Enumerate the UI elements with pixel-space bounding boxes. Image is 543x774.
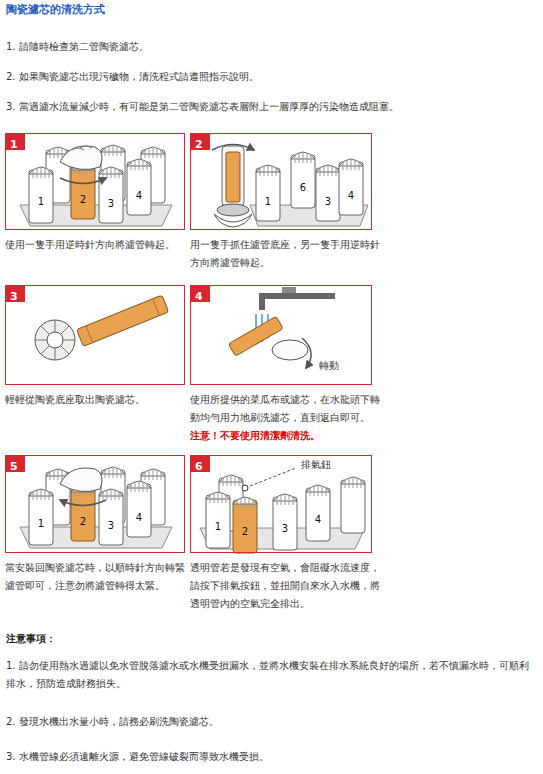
step-number-box: 5	[5, 455, 25, 472]
step-number-box: 4	[190, 285, 210, 302]
caption-block: 用一隻手抓住濾管底座，另一隻手用逆時針方向將濾管轉起。	[190, 236, 382, 272]
step-panel: 使用一隻手用逆時針方向將濾管轉起。1	[5, 133, 185, 230]
callout-number: 1	[258, 196, 278, 208]
caption-block: 當安裝回陶瓷濾芯時，以順時針方向轉緊濾管即可，注意勿將濾管轉得太緊。	[5, 559, 187, 595]
step-number-box: 3	[5, 285, 25, 302]
housing-base	[217, 204, 249, 216]
step-number-box: 1	[5, 133, 25, 150]
caption-block: 使用所提供的菜瓜布或濾芯，在水龍頭下轉動均勻用力地刷洗濾芯，直到返白即可。注意！…	[190, 391, 382, 445]
filter-tube	[256, 165, 280, 221]
part-label: 轉動	[318, 360, 340, 372]
step-panel: 使用所提供的菜瓜布或濾芯，在水龍頭下轉動均勻用力地刷洗濾芯，直到返白即可。注意！…	[190, 285, 372, 385]
faucet	[262, 296, 335, 310]
callout-number: 4	[129, 190, 149, 202]
step-number: 6	[190, 458, 208, 475]
rotation-arrow	[60, 178, 106, 184]
step-number: 5	[5, 458, 23, 475]
filter-tube	[127, 481, 151, 537]
step-number-box: 2	[190, 133, 210, 150]
page-title: 陶瓷濾芯的清洗方式	[6, 2, 105, 17]
step-number: 3	[5, 288, 23, 305]
filter-tube	[99, 167, 123, 223]
callout-number: 1	[31, 518, 51, 530]
hand	[60, 468, 102, 492]
step-caption: 使用一隻手用逆時針方向將濾管轉起。	[5, 236, 187, 254]
hand	[214, 214, 252, 227]
step-panel: 輕輕從陶瓷底座取出陶瓷濾芯。3	[5, 285, 185, 385]
hand-detail	[72, 146, 92, 150]
note-text: 3. 當過濾水流量減少時，有可能是第二管陶瓷濾芯表層附上一層厚厚的污染物造成阻塞…	[6, 98, 536, 116]
callout-number: 2	[73, 194, 93, 206]
note-text: 1. 請隨時檢查第二管陶瓷濾芯。	[6, 38, 536, 56]
callout-number: 3	[275, 523, 295, 535]
ceramic-base	[47, 332, 63, 348]
callout-number: 3	[101, 198, 121, 210]
base-spokes	[35, 320, 75, 360]
rotation-arrow	[60, 500, 106, 506]
callout-number: 2	[73, 516, 93, 528]
step-number: 1	[5, 136, 23, 153]
callout-number: 4	[341, 190, 361, 202]
filter-tube	[341, 477, 365, 533]
filter-tube	[291, 152, 315, 208]
callout-number: 2	[235, 526, 255, 538]
step-panel: 當安裝回陶瓷濾芯時，以順時針方向轉緊濾管即可，注意勿將濾管轉得太緊。5	[5, 455, 185, 553]
filter-tube	[316, 165, 340, 221]
rotation-arrow	[302, 338, 311, 368]
note-text: 1. 請勿使用熱水過濾以免水管脫落濾水或水機受損漏水，並將水機安裝在排水系統良好…	[6, 657, 536, 693]
step-panel: 用一隻手抓住濾管底座，另一隻手用逆時針方向將濾管轉起。2	[190, 133, 372, 230]
housing	[222, 146, 244, 206]
callout-number: 4	[308, 514, 328, 526]
filter-tube	[306, 485, 330, 541]
callout-number: 1	[208, 521, 228, 533]
ceramic-filter	[77, 295, 169, 346]
ceramic-filter-tube	[71, 485, 95, 541]
step-caption: 透明管若是發現有空氣，會阻礙水流速度，請按下排氣按鈕，並扭開自來水入水機，將透明…	[190, 559, 382, 613]
filter-tube	[99, 489, 123, 545]
caption-block: 輕輕從陶瓷底座取出陶瓷濾芯。	[5, 391, 187, 409]
filter-tube	[29, 167, 53, 223]
filter-tube	[127, 159, 151, 215]
notes-heading: 注意事項：	[6, 630, 536, 648]
callout-number: 1	[31, 196, 51, 208]
air-button	[242, 485, 248, 491]
step-panel: 透明管若是發現有空氣，會阻礙水流速度，請按下排氣按鈕，並扭開自來水入水機，將透明…	[190, 455, 372, 553]
ceramic-filter-tube	[233, 497, 257, 553]
callout-number: 6	[293, 182, 313, 194]
callout-number: 4	[129, 512, 149, 524]
leader-line	[250, 468, 296, 486]
filter-tube	[339, 159, 363, 215]
step-caption: 輕輕從陶瓷底座取出陶瓷濾芯。	[5, 391, 187, 409]
warning-text: 注意！不要使用清潔劑清洗。	[190, 427, 382, 445]
ceramic-base	[35, 320, 75, 360]
step-number: 2	[190, 136, 208, 153]
callout-number: 3	[318, 196, 338, 208]
filter-tube	[273, 494, 297, 550]
faucet-handle	[282, 287, 296, 293]
callout-number: 3	[101, 520, 121, 532]
note-text: 2. 如果陶瓷濾芯出現污穢物，清洗程式請遵照指示說明。	[6, 68, 536, 86]
rotation-arrow	[212, 145, 254, 151]
step-caption: 用一隻手抓住濾管底座，另一隻手用逆時針方向將濾管轉起。	[190, 236, 382, 272]
filter-tube	[206, 492, 230, 548]
step-number-box: 6	[190, 455, 210, 472]
part-label: 排氣鈕	[300, 459, 332, 471]
step-caption: 使用所提供的菜瓜布或濾芯，在水龍頭下轉動均勻用力地刷洗濾芯，直到返白即可。	[190, 391, 382, 427]
note-text: 3. 水機管線必須遠離火源，避免管線破裂而導致水機受損。	[6, 748, 536, 766]
step-number: 4	[190, 288, 208, 305]
caption-block: 透明管若是發現有空氣，會阻礙水流速度，請按下排氣按鈕，並扭開自來水入水機，將透明…	[190, 559, 382, 613]
step-caption: 當安裝回陶瓷濾芯時，以順時針方向轉緊濾管即可，注意勿將濾管轉得太緊。	[5, 559, 187, 595]
filter-tube	[29, 489, 53, 545]
note-text: 2. 發現水機出水量小時，請務必刷洗陶瓷濾芯。	[6, 713, 536, 731]
ceramic-filter-tube	[71, 163, 95, 219]
caption-block: 使用一隻手用逆時針方向將濾管轉起。	[5, 236, 187, 254]
hand	[60, 146, 102, 170]
hand	[272, 340, 308, 360]
ceramic-filter	[226, 152, 240, 202]
